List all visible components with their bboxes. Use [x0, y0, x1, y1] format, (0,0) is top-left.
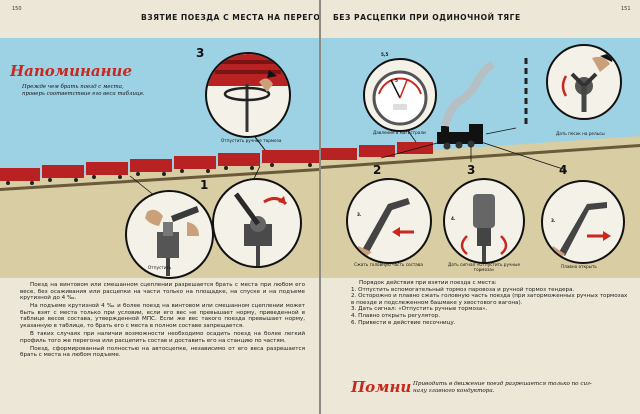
- book-gutter: [319, 0, 321, 414]
- procedure-step-4: 4. Плавно открыть регулятор.: [351, 312, 441, 319]
- left-paragraph-3: В таких случаях при наличии возможности …: [20, 331, 305, 344]
- disc-number-2: 2: [373, 163, 382, 177]
- disc-open-regulator: [541, 180, 625, 264]
- right-page: 151 БЕЗ РАСЦЕПКИ ПРИ ОДИНОЧНОЙ ТЯГЕ: [321, 0, 640, 414]
- disc-signal-release: [443, 178, 525, 264]
- procedure-block: Порядок действия при взятии поезда с мес…: [349, 280, 631, 326]
- page-number-right: 151: [621, 6, 631, 12]
- caption-signal-release: Дать сигнал «Отпустить ручные тормоза»: [447, 262, 521, 272]
- procedure-title: Порядок действия при взятии поезда с мес…: [359, 280, 497, 286]
- right-heading: БЕЗ РАСЦЕПКИ ПРИ ОДИНОЧНОЙ ТЯГЕ: [333, 13, 521, 22]
- procedure-step-3: 3. Дать сигнал: «Отпустить ручные тормоз…: [351, 306, 488, 313]
- compress-lever-icon: [350, 198, 414, 260]
- caption-release-hand-brakes: Отпустить ручные тормоза: [221, 138, 282, 143]
- procedure-step-6: 6. Привести в действие песочницу.: [351, 319, 456, 326]
- procedure-step-2: 2. Осторожно и плавно сжать головную час…: [351, 293, 628, 306]
- caption-line-pressure: Давление в магистрали: [373, 130, 426, 135]
- pressure-gauge-icon: [372, 70, 428, 126]
- gauge-label-5: 5: [395, 78, 398, 83]
- caption-release: Отпустить: [148, 265, 172, 270]
- left-paragraph-1: Поезд на винтовом или смешанном сцеплени…: [20, 282, 305, 302]
- left-body-text: Поезд на винтовом или смешанном сцеплени…: [20, 282, 305, 361]
- reminder-text: Прежде чем брать поезд с места, проверь …: [22, 84, 145, 97]
- left-paragraph-4: Поезд, сформированный полностью на автос…: [20, 345, 305, 359]
- disc-brake-handle: [212, 178, 302, 268]
- left-page: 150 ВЗЯТИЕ ПОЕЗДА С МЕСТА НА ПЕРЕГОНЕ: [0, 0, 319, 414]
- hand-brake-wheel-icon: [207, 54, 289, 132]
- wagon-train-left: [0, 150, 319, 185]
- brake-handle-icon: [233, 192, 288, 266]
- brake-valve-hand-icon: [145, 206, 199, 276]
- remember-title: Помни: [351, 378, 412, 396]
- disc-number-4: 4: [559, 163, 568, 177]
- steam-locomotive-icon: [437, 124, 483, 150]
- left-paragraph-2: На подъеме крутизной 4 ‰ и более поезд н…: [20, 303, 305, 330]
- disc-4-label: 3.: [551, 218, 556, 223]
- disc-number-1: 1: [200, 178, 209, 192]
- reminder-title: Напоминание: [10, 62, 133, 80]
- disc-2-label: 3.: [357, 212, 362, 217]
- caption-open-smoothly: Плавно открыть: [561, 264, 597, 269]
- procedure-step-1: 1. Отпустить вспомогательный тормоз паро…: [351, 286, 575, 293]
- sand-valve-hand-icon: [561, 52, 614, 112]
- caption-give-sand: Дать песок на рельсы: [556, 131, 605, 136]
- disc-number-3: 3: [196, 46, 205, 60]
- left-heading: ВЗЯТИЕ ПОЕЗДА С МЕСТА НА ПЕРЕГОНЕ: [141, 13, 319, 22]
- gauge-label-5-5: 5,5: [381, 52, 389, 57]
- disc-compress-head: [346, 178, 432, 264]
- disc-3-label: 4.: [451, 216, 456, 221]
- remember-text: Приводить в движение поезд разрешается т…: [413, 381, 592, 394]
- page-number-left: 150: [12, 6, 22, 12]
- disc-number-3-right: 3: [467, 163, 476, 177]
- disc-hand-brake: [205, 52, 291, 138]
- disc-sand-valve: [546, 44, 622, 120]
- caption-compress-head: Сжать головную часть состава: [354, 262, 423, 267]
- disc-release-valve: [125, 190, 214, 279]
- disc-pressure-gauge: [363, 58, 437, 132]
- whistle-valve-icon: [460, 194, 508, 262]
